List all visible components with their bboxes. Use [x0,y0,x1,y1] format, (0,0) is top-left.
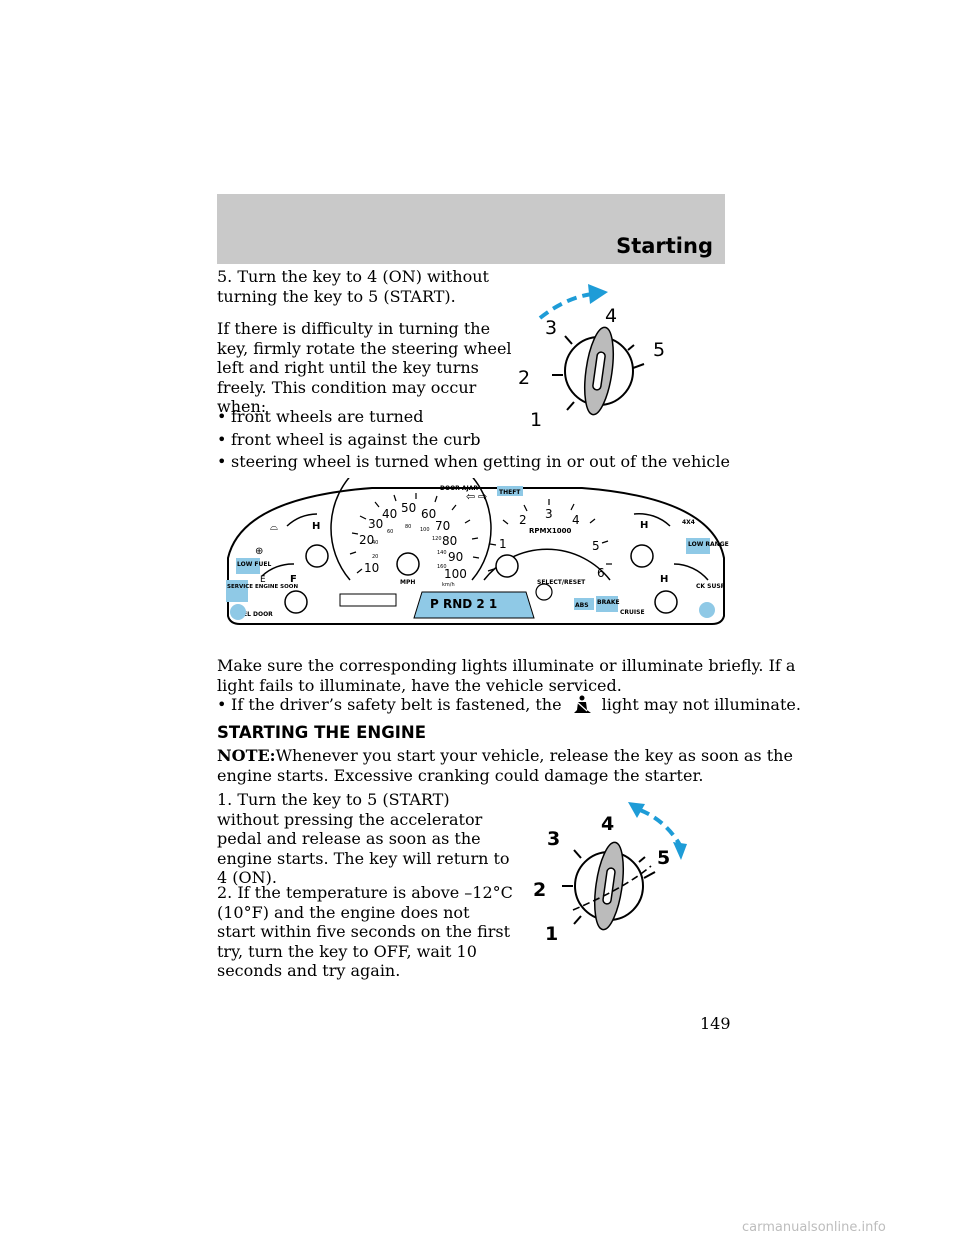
brake-label: BRAKE [597,599,620,606]
ignition-diagram-bottom: 1 2 3 4 5 [533,802,687,945]
difficulty-paragraph: If there is difficulty in turning the ke… [217,319,512,416]
kmh-tick-label: 140 [437,550,447,556]
fuel-gauge-f-label: F [290,574,297,585]
wiper-icon: ⌓ [270,522,278,533]
tach-tick-label: 2 [519,513,527,527]
kmh-tick-label: 40 [372,540,378,546]
trans-gauge-h-label: H [660,574,668,585]
instrument-cluster-diagram: 10 20 30 40 50 60 70 80 90 100 20 40 60 … [226,478,729,625]
speedo-tick-label: 80 [442,534,457,548]
low-range-label: LOW RANGE [688,541,729,548]
section-header-bar: Starting [217,194,725,264]
key-position-5: 5 [653,339,665,361]
fuel-gauge-e-label: E [260,575,266,585]
kmh-tick-label: 80 [405,524,411,530]
key-position-3: 3 [545,317,557,339]
section-heading-starting: STARTING THE ENGINE [217,723,427,742]
page-number: 149 [700,1014,731,1033]
4x4-label: 4X4 [682,519,695,526]
tach-tick-label: 6 [597,566,605,580]
note-paragraph: NOTE:Whenever you start your vehicle, re… [217,746,793,785]
key-position-5: 5 [657,847,670,869]
speedo-tick-label: 60 [421,507,436,521]
step2-paragraph: 2. If the temperature is above –12°C (10… [217,883,513,980]
tach-tick-label: 3 [545,507,553,521]
kmh-tick-label: 120 [432,536,442,542]
temp-gauge-h-label: H [312,521,320,532]
service-engine-soon-label: SERVICE ENGINE SOON [227,584,298,590]
kmh-tick-label: 60 [387,529,393,535]
abs-label: ABS [575,602,589,609]
turn-signal-right-icon: ⇨ [478,490,487,503]
tach-tick-label: 5 [592,539,600,553]
speedo-tick-label: 100 [444,567,467,581]
prndl-label: P RND 2 1 [430,597,497,611]
kmh-label: km/h [442,582,455,588]
list-item: •steering wheel is turned when getting i… [217,452,730,471]
seat-belt-icon [573,695,591,713]
speedo-tick-label: 40 [382,507,397,521]
kmh-tick-label: 20 [372,554,378,560]
belt-bullet: • If the driver’s safety belt is fastene… [217,695,801,715]
key-position-2: 2 [518,367,530,389]
select-reset-label: SELECT/RESET [537,579,586,586]
speedo-tick-label: 50 [401,501,416,515]
list-item: •front wheel is against the curb [217,429,481,449]
tach-tick-label: 4 [572,513,580,527]
kmh-tick-label: 160 [437,564,447,570]
cruise-label: CRUISE [620,609,645,616]
low-fuel-label: LOW FUEL [237,561,271,568]
ck-susp-label: CK SUSP [696,583,726,590]
4x4-gauge-h-label: H [640,520,648,531]
difficulty-bullet-list: •front wheels are turned •front wheel is… [217,407,730,472]
oil-pressure-icon: ⊕ [255,546,263,557]
door-ajar-label: DOOR AJAR [440,485,478,492]
mph-label: MPH [400,579,415,586]
speedo-tick-label: 70 [435,519,450,533]
rpm-label: RPMX1000 [529,527,571,535]
theft-label: THEFT [499,489,521,496]
step5-text: 5. Turn the key to 4 (ON) without turnin… [217,267,489,306]
speedo-tick-label: 10 [364,561,379,575]
ignition-diagram-top: 1 2 3 4 5 [518,284,665,431]
key-position-1: 1 [530,409,542,431]
kmh-tick-label: 100 [420,527,430,533]
watermark: carmanualsonline.info [742,1220,886,1235]
step1-paragraph: 1. Turn the key to 5 (START) without pre… [217,790,510,887]
list-item: •front wheels are turned [217,407,424,426]
key-position-1: 1 [545,923,558,945]
section-title: Starting [616,234,713,258]
key-position-4: 4 [601,813,614,835]
speedo-tick-label: 90 [448,550,463,564]
key-position-3: 3 [547,828,560,850]
check-lights-paragraph: Make sure the corresponding lights illum… [217,656,796,695]
speedo-tick-label: 30 [368,517,383,531]
tach-tick-label: 1 [499,537,507,551]
fuel-door-label: FUEL DOOR [234,611,273,618]
key-position-2: 2 [533,879,546,901]
speedo-tick-label: 20 [359,533,374,547]
turn-signal-left-icon: ⇦ [466,490,475,503]
key-position-4: 4 [605,305,617,327]
